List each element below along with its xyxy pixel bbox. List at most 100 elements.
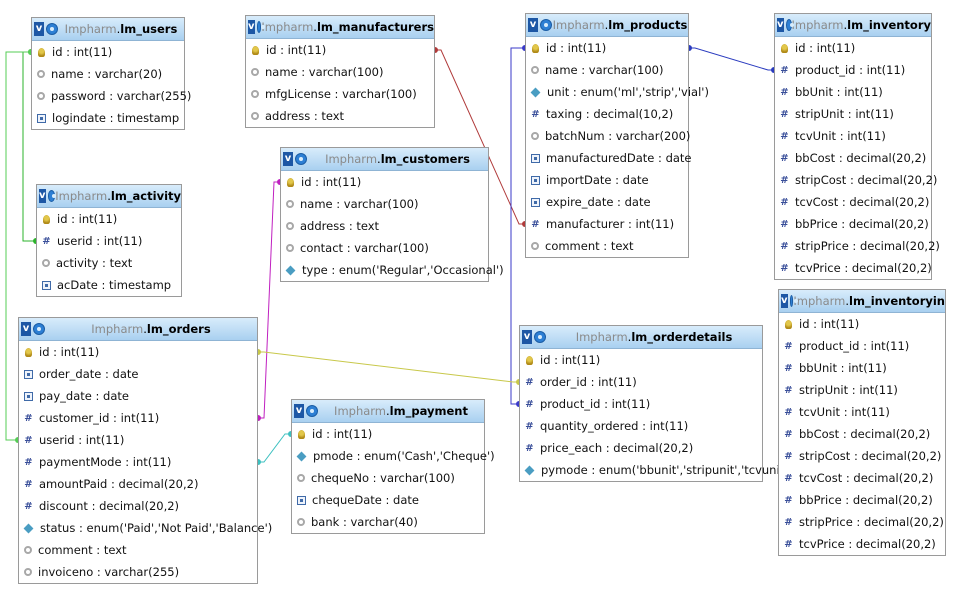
table-header[interactable]: v Impharm.lm_products: [526, 14, 688, 37]
column-row-pay-date[interactable]: pay_date : date: [19, 385, 257, 407]
table-lm-inventory[interactable]: v Impharm.lm_inventory id : int(11)produ…: [774, 13, 940, 280]
column-row-status[interactable]: status : enum('Paid','Not Paid','Balance…: [19, 517, 272, 539]
column-row-bbprice[interactable]: bbPrice : decimal(20,2): [779, 489, 945, 511]
column-row-manufacturer[interactable]: manufacturer : int(11): [526, 213, 688, 235]
column-row-bbprice[interactable]: bbPrice : decimal(20,2): [775, 213, 931, 235]
column-row-type[interactable]: type : enum('Regular','Occasional'): [281, 259, 504, 281]
view-toggle-icon[interactable]: v: [39, 189, 46, 203]
view-toggle-icon[interactable]: v: [781, 294, 788, 308]
gear-icon[interactable]: [33, 323, 45, 335]
table-header[interactable]: v Impharm.lm_payment: [292, 400, 484, 423]
column-row-id[interactable]: id : int(11): [292, 423, 484, 445]
column-row-tcvunit[interactable]: tcvUnit : int(11): [775, 125, 931, 147]
view-toggle-icon[interactable]: v: [34, 22, 44, 36]
gear-icon[interactable]: [46, 23, 58, 35]
column-row-stripunit[interactable]: stripUnit : int(11): [775, 103, 931, 125]
gear-icon[interactable]: [295, 153, 307, 165]
table-lm-users[interactable]: v Impharm.lm_users id : int(11)name : va…: [31, 17, 191, 130]
table-lm-manufacturers[interactable]: v Impharm.lm_manufacturers id : int(11)n…: [245, 15, 435, 128]
column-row-customer-id[interactable]: customer_id : int(11): [19, 407, 257, 429]
column-row-tcvcost[interactable]: tcvCost : decimal(20,2): [779, 467, 945, 489]
column-row-id[interactable]: id : int(11): [779, 313, 945, 335]
column-row-contact[interactable]: contact : varchar(100): [281, 237, 488, 259]
gear-icon[interactable]: [306, 405, 318, 417]
table-lm-customers[interactable]: v Impharm.lm_customers id : int(11)name …: [280, 147, 504, 282]
column-row-pymode[interactable]: pymode : enum('bbunit','stripunit','tcvu…: [520, 459, 792, 481]
column-row-quantity-ordered[interactable]: quantity_ordered : int(11): [520, 415, 762, 437]
column-row-importdate[interactable]: importDate : date: [526, 169, 688, 191]
column-row-stripprice[interactable]: stripPrice : decimal(20,2): [775, 235, 940, 257]
gear-icon[interactable]: [540, 19, 552, 31]
column-row-userid[interactable]: userid : int(11): [37, 230, 181, 252]
column-row-bbunit[interactable]: bbUnit : int(11): [775, 81, 931, 103]
column-row-tcvcost[interactable]: tcvCost : decimal(20,2): [775, 191, 931, 213]
gear-icon[interactable]: [256, 21, 265, 33]
column-row-chequedate[interactable]: chequeDate : date: [292, 489, 484, 511]
column-row-unit[interactable]: unit : enum('ml','strip','vial'): [526, 81, 709, 103]
column-row-name[interactable]: name : varchar(100): [246, 61, 434, 83]
table-lm-payment[interactable]: v Impharm.lm_payment id : int(11)pmode :…: [291, 399, 495, 534]
column-row-id[interactable]: id : int(11): [19, 341, 257, 363]
column-row-product-id[interactable]: product_id : int(11): [775, 59, 931, 81]
column-row-id[interactable]: id : int(11): [775, 37, 931, 59]
column-row-id[interactable]: id : int(11): [32, 41, 184, 63]
table-lm-orders[interactable]: v Impharm.lm_orders id : int(11)order_da…: [18, 317, 272, 584]
column-row-tcvunit[interactable]: tcvUnit : int(11): [779, 401, 945, 423]
gear-icon[interactable]: [47, 190, 56, 202]
column-row-expire-date[interactable]: expire_date : date: [526, 191, 688, 213]
column-row-logindate[interactable]: logindate : timestamp: [32, 107, 184, 129]
column-row-tcvprice[interactable]: tcvPrice : decimal(20,2): [779, 533, 945, 555]
column-row-order-date[interactable]: order_date : date: [19, 363, 257, 385]
table-header[interactable]: v Impharm.lm_inventoryin: [779, 290, 945, 313]
table-lm-orderdetails[interactable]: v Impharm.lm_orderdetails id : int(11)or…: [519, 325, 792, 482]
column-row-bbunit[interactable]: bbUnit : int(11): [779, 357, 945, 379]
column-row-bank[interactable]: bank : varchar(40): [292, 511, 484, 533]
column-row-address[interactable]: address : text: [246, 105, 434, 127]
column-row-discount[interactable]: discount : decimal(20,2): [19, 495, 257, 517]
column-row-chequeno[interactable]: chequeNo : varchar(100): [292, 467, 484, 489]
table-header[interactable]: v Impharm.lm_customers: [281, 148, 488, 171]
column-row-id[interactable]: id : int(11): [37, 208, 181, 230]
column-row-invoiceno[interactable]: invoiceno : varchar(255): [19, 561, 257, 583]
view-toggle-icon[interactable]: v: [283, 152, 293, 166]
column-row-batchnum[interactable]: batchNum : varchar(200): [526, 125, 690, 147]
column-row-pmode[interactable]: pmode : enum('Cash','Cheque'): [292, 445, 495, 467]
column-row-activity[interactable]: activity : text: [37, 252, 181, 274]
view-toggle-icon[interactable]: v: [248, 20, 255, 34]
column-row-amountpaid[interactable]: amountPaid : decimal(20,2): [19, 473, 257, 495]
column-row-paymentmode[interactable]: paymentMode : int(11): [19, 451, 257, 473]
column-row-acdate[interactable]: acDate : timestamp: [37, 274, 181, 296]
table-header[interactable]: v Impharm.lm_inventory: [775, 14, 931, 37]
table-lm-products[interactable]: v Impharm.lm_products id : int(11)name :…: [525, 13, 709, 258]
column-row-comment[interactable]: comment : text: [526, 235, 688, 257]
view-toggle-icon[interactable]: v: [294, 404, 304, 418]
column-row-address[interactable]: address : text: [281, 215, 488, 237]
table-lm-inventoryin[interactable]: v Impharm.lm_inventoryin id : int(11)pro…: [778, 289, 946, 556]
column-row-manufactureddate[interactable]: manufacturedDate : date: [526, 147, 692, 169]
column-row-userid[interactable]: userid : int(11): [19, 429, 257, 451]
table-header[interactable]: v Impharm.lm_manufacturers: [246, 16, 434, 39]
column-row-order-id[interactable]: order_id : int(11): [520, 371, 762, 393]
column-row-id[interactable]: id : int(11): [281, 171, 488, 193]
table-lm-activity[interactable]: v Impharm.lm_activity id : int(11)userid…: [36, 184, 182, 297]
column-row-stripprice[interactable]: stripPrice : decimal(20,2): [779, 511, 945, 533]
column-row-name[interactable]: name : varchar(100): [526, 59, 688, 81]
column-row-id[interactable]: id : int(11): [520, 349, 762, 371]
view-toggle-icon[interactable]: v: [528, 18, 538, 32]
column-row-stripunit[interactable]: stripUnit : int(11): [779, 379, 945, 401]
column-row-id[interactable]: id : int(11): [526, 37, 688, 59]
view-toggle-icon[interactable]: v: [522, 330, 532, 344]
table-header[interactable]: v Impharm.lm_orders: [19, 318, 257, 341]
column-row-name[interactable]: name : varchar(100): [281, 193, 488, 215]
column-row-name[interactable]: name : varchar(20): [32, 63, 184, 85]
column-row-price-each[interactable]: price_each : decimal(20,2): [520, 437, 762, 459]
column-row-mfglicense[interactable]: mfgLicense : varchar(100): [246, 83, 434, 105]
table-header[interactable]: v Impharm.lm_users: [32, 18, 184, 41]
table-header[interactable]: v Impharm.lm_activity: [37, 185, 181, 208]
column-row-product-id[interactable]: product_id : int(11): [779, 335, 945, 357]
table-header[interactable]: v Impharm.lm_orderdetails: [520, 326, 762, 349]
column-row-product-id[interactable]: product_id : int(11): [520, 393, 762, 415]
column-row-comment[interactable]: comment : text: [19, 539, 257, 561]
gear-icon[interactable]: [785, 19, 794, 31]
column-row-stripcost[interactable]: stripCost : decimal(20,2): [779, 445, 945, 467]
